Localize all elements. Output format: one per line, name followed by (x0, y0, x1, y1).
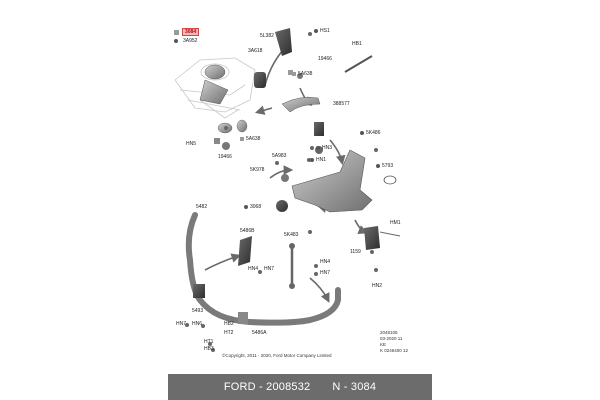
label-ht1[interactable]: HT1 (204, 339, 214, 345)
bullet-icon (310, 157, 314, 162)
square-icon (292, 71, 296, 76)
label-5k978[interactable]: 5K978 (250, 167, 265, 173)
label-hb3[interactable]: HB3 (204, 346, 214, 352)
clip-5793 (383, 175, 397, 185)
label-5a638-b[interactable]: 5A638 (240, 136, 260, 142)
footer-part-ref: FORD - 2008532 (223, 381, 311, 393)
link-5486b (238, 236, 252, 266)
bushing-5k978 (281, 174, 289, 182)
vehicle-context (174, 57, 256, 119)
label-5493[interactable]: 5493 (192, 308, 204, 314)
bushing-3068 (276, 200, 288, 212)
label-hn7-b[interactable]: HN7 (320, 270, 331, 276)
part-footer-bar: FORD - 2008532 N - 3084 (168, 374, 432, 400)
bullet-icon (360, 130, 364, 135)
upper-link-5l382 (275, 28, 292, 56)
label-5k483[interactable]: 5K483 (284, 232, 299, 238)
label-5a983[interactable]: 5A983 (272, 153, 287, 159)
bushing-3a618 (254, 72, 266, 88)
label-hb1[interactable]: HB1 (352, 41, 362, 47)
link-5k483 (289, 243, 295, 289)
label-3068[interactable]: 3068 (244, 204, 261, 210)
label-19466-b[interactable]: 19466 (218, 154, 232, 160)
bullet-icon (174, 38, 178, 43)
label-hn6[interactable]: HN6 (192, 321, 203, 327)
hub-hm1 (364, 226, 401, 250)
fasteners (185, 32, 378, 352)
doc-info-line2: 03-2020 11 (380, 336, 403, 341)
label-hn2[interactable]: HN2 (372, 283, 383, 289)
legend-swatch-grey (174, 29, 179, 35)
label-hn5[interactable]: HN5 (186, 141, 197, 147)
label-hm1[interactable]: HM1 (390, 220, 401, 226)
label-388577[interactable]: 388577 (333, 101, 350, 107)
footer-part-number: N - 3084 (332, 381, 377, 393)
doc-info-line1: 2048105 (380, 330, 398, 335)
doc-info-line3: KE (380, 342, 387, 347)
label-5l382[interactable]: 5L382 (260, 33, 274, 39)
lower-control-arm (291, 149, 373, 213)
legend: 3084 3A952 (174, 28, 200, 46)
label-5k486[interactable]: 5K486 (360, 130, 380, 136)
washer-19466-a (297, 73, 303, 79)
copyright-notice: ©Copyright, 2011 - 2020, Ford Motor Comp… (222, 353, 332, 358)
label-hn1[interactable]: HN1 (310, 157, 326, 163)
stabilizer-bracket (238, 312, 248, 324)
label-1159[interactable]: 1159 (350, 249, 361, 255)
label-hn4-a[interactable]: HN4 (248, 266, 259, 272)
label-19466-a[interactable]: 19466 (318, 56, 332, 62)
bullet-icon (316, 145, 320, 150)
highlighted-part-code[interactable]: 3084 (182, 28, 200, 36)
legend-row-highlight: 3084 (174, 28, 200, 36)
stabilizer-bushing-left (193, 284, 205, 298)
knuckle-part (199, 64, 229, 105)
label-5486b[interactable]: 5486B (240, 228, 255, 234)
label-5a638-a[interactable]: 5A638 (292, 71, 312, 77)
square-icon (240, 136, 244, 141)
bullet-icon (314, 28, 318, 33)
label-hn7-a[interactable]: HN7 (264, 266, 275, 272)
label-5486a[interactable]: 5486A (252, 330, 267, 336)
label-hb2[interactable]: HB2 (224, 321, 234, 327)
secondary-part-code[interactable]: 3A952 (183, 38, 198, 44)
bullet-icon (376, 163, 380, 168)
stabilizer-bar (185, 212, 341, 326)
diagram-drawing (174, 28, 401, 352)
label-hn7-c[interactable]: HN7 (176, 321, 187, 327)
label-hn4-b[interactable]: HN4 (320, 259, 331, 265)
legend-row-secondary: 3A952 (174, 38, 199, 44)
label-ht2[interactable]: HT2 (224, 330, 234, 336)
document-info: 2048105 03-2020 11 KE K 0246400 12 (380, 330, 408, 354)
label-3a618[interactable]: 3A618 (248, 48, 263, 54)
upper-control-arm (281, 97, 321, 113)
label-5793[interactable]: 5793 (376, 163, 393, 169)
doc-info-line4: K 0246400 12 (380, 348, 409, 353)
label-hs1[interactable]: HS1 (314, 28, 330, 34)
rod-hb1 (344, 55, 373, 73)
bullet-icon (244, 204, 248, 209)
washer-19466-b (222, 142, 230, 150)
label-5482[interactable]: 5482 (196, 204, 208, 210)
bolt-5a638 (288, 70, 293, 75)
label-hn3[interactable]: HN3 (316, 145, 332, 151)
